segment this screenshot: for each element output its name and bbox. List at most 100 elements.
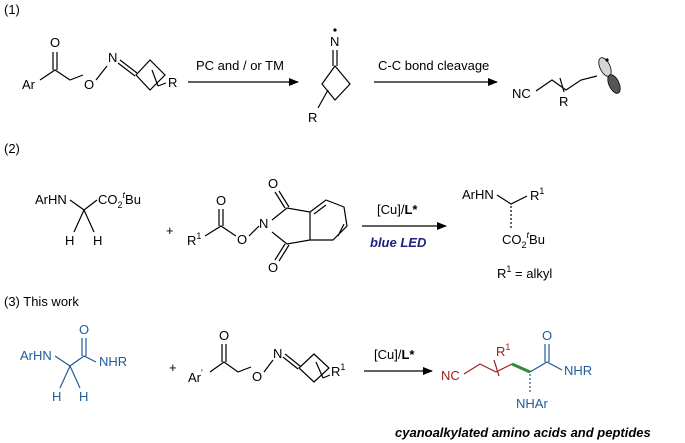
s1-o-n-bond	[95, 65, 108, 81]
s1-nc-label: NC	[512, 86, 531, 101]
s1-r-wavy-bond	[151, 69, 167, 87]
s1-ar-label: Ar	[22, 77, 36, 92]
s1-intermediate-r-label: R	[308, 110, 317, 125]
s2-imide-bottom-co	[274, 243, 290, 262]
s1-cyclobutane-ring	[135, 59, 166, 91]
s1-iminyl-radical: N R	[308, 28, 351, 125]
s3-carbonyl-o-label: O	[219, 328, 229, 343]
s1-product-r-label: R	[559, 94, 568, 109]
s2-co2-label: CO2tBu	[98, 190, 141, 210]
s2-r1-note: R1 = alkyl	[497, 264, 552, 281]
s2-glycine-ester: ArHN CO2tBu H H	[35, 190, 141, 248]
s1-r-label: R	[168, 75, 177, 90]
section-3: (3) This work ArHN O NHR H H + Ar' O O N…	[4, 294, 651, 440]
s2-condition-label: blue LED	[370, 235, 427, 250]
s2-h1-label: H	[65, 233, 74, 248]
s1-intermediate-ring	[321, 65, 351, 101]
s3-catalyst-label: [Cu]/L*	[374, 347, 415, 362]
s3-product-r1: R1	[496, 342, 510, 359]
s3-nc-label: NC	[441, 368, 460, 383]
s2-nhpi-ester: R1 O O N O O	[187, 176, 348, 275]
s1-product-radical-dot	[605, 58, 609, 62]
section-1-label: (1)	[4, 2, 20, 17]
s1-radical-dot	[333, 28, 337, 32]
s2-product-co2: CO2tBu	[502, 230, 545, 250]
s3-r1-label: R1	[331, 362, 345, 379]
s1-product-r-wavy	[559, 77, 565, 93]
s3-plus: +	[169, 360, 177, 375]
s3-amide-o-label: O	[79, 322, 89, 337]
s3-r-wavy-bond	[315, 361, 331, 379]
s2-phthalimide-benzene	[309, 199, 348, 241]
s3-product-blue-chain	[529, 361, 563, 373]
s3-arhn-label: ArHN	[20, 348, 52, 363]
s3-product-red-chain	[463, 363, 513, 375]
s2-imide-bottom-o: O	[268, 260, 278, 275]
s3-ester-chain	[209, 361, 252, 373]
s3-caption: cyanoalkylated amino acids and peptides	[395, 425, 651, 440]
s3-h1-label: H	[52, 389, 61, 404]
s1-p-orbital-bottom	[607, 74, 621, 94]
s2-plus: +	[166, 223, 174, 238]
s2-h2-label: H	[93, 233, 102, 248]
s1-n-label: N	[108, 50, 117, 65]
s3-oxime-ester: Ar' O O N R1	[188, 328, 345, 385]
s3-product-o: O	[542, 328, 552, 343]
s3-n-label: N	[273, 346, 282, 361]
s2-ch2-bonds	[73, 209, 95, 233]
s1-intermediate-r-bond	[317, 89, 329, 109]
s3-n-c-double-bond	[282, 353, 301, 370]
s3-nhr-label: NHR	[99, 354, 127, 369]
s2-product-arhn: ArHN	[462, 187, 494, 202]
s2-imide-ring	[271, 207, 311, 245]
s1-n-c-double-bond	[117, 59, 138, 77]
s1-cyanoalkyl-radical: NC R	[512, 57, 621, 109]
s1-reactant-oxime-ester: Ar O O N R	[22, 35, 177, 92]
s1-arrow-2-label: C-C bond cleavage	[378, 58, 489, 73]
section-2: (2) ArHN CO2tBu H H + R1 O O N O O	[4, 141, 552, 281]
s1-carbonyl-bond	[52, 52, 58, 70]
s1-c-n-double-bond	[332, 50, 338, 66]
s2-amine-chain	[69, 199, 98, 211]
s1-intermediate-n-label: N	[330, 34, 339, 49]
section-1: (1) Ar O O N R PC and / or TM N R	[4, 2, 621, 125]
section-2-label: (2)	[4, 141, 20, 156]
s2-o-n-bond	[248, 225, 260, 237]
s3-product: NC R1 O NHR NHAr	[441, 328, 592, 411]
s3-o-n-bond	[263, 359, 274, 373]
s2-ester-chain	[204, 225, 237, 237]
s3-ar-label: Ar'	[188, 368, 203, 385]
s2-ester-link-o: O	[237, 232, 247, 247]
s2-imide-top-co	[274, 190, 290, 209]
s2-arhn-label: ArHN	[35, 192, 67, 207]
s2-product-chain	[496, 194, 528, 205]
s3-product-nhr: NHR	[564, 363, 592, 378]
s3-cyclobutane-ring	[298, 353, 330, 383]
s3-amide-chain	[54, 355, 97, 367]
s3-product-wavy	[493, 359, 500, 377]
s1-arrow-1-label: PC and / or TM	[196, 58, 284, 73]
s1-product-chain	[535, 75, 598, 92]
section-3-label: (3) This work	[4, 294, 79, 309]
s2-product-r1: R1	[530, 186, 544, 203]
s3-ester-carbonyl-bond	[221, 344, 227, 362]
s3-new-bond-green	[511, 362, 531, 374]
s2-imide-n: N	[259, 216, 268, 231]
s2-imide-top-o: O	[268, 176, 278, 191]
s1-link-o-label: O	[84, 77, 94, 92]
s3-product-nhar: NHAr	[516, 396, 548, 411]
s2-r1-label: R1	[187, 231, 201, 248]
s3-link-o-label: O	[252, 369, 262, 384]
s2-ester-carbonyl-bond	[218, 209, 224, 226]
s3-h2-label: H	[79, 389, 88, 404]
s1-reactant-chain	[39, 69, 84, 81]
s2-catalyst-label: [Cu]/L*	[377, 202, 418, 217]
s3-product-carbonyl-bond	[544, 344, 550, 362]
s2-ester-carbonyl-o: O	[216, 193, 226, 208]
s1-carbonyl-o-label: O	[50, 35, 60, 50]
s3-ch2-bonds	[59, 365, 81, 389]
s3-amide-carbonyl-bond	[81, 338, 87, 356]
s3-glycinamide: ArHN O NHR H H	[20, 322, 127, 404]
s2-product: ArHN R1 CO2tBu R1 = alkyl	[462, 186, 552, 281]
